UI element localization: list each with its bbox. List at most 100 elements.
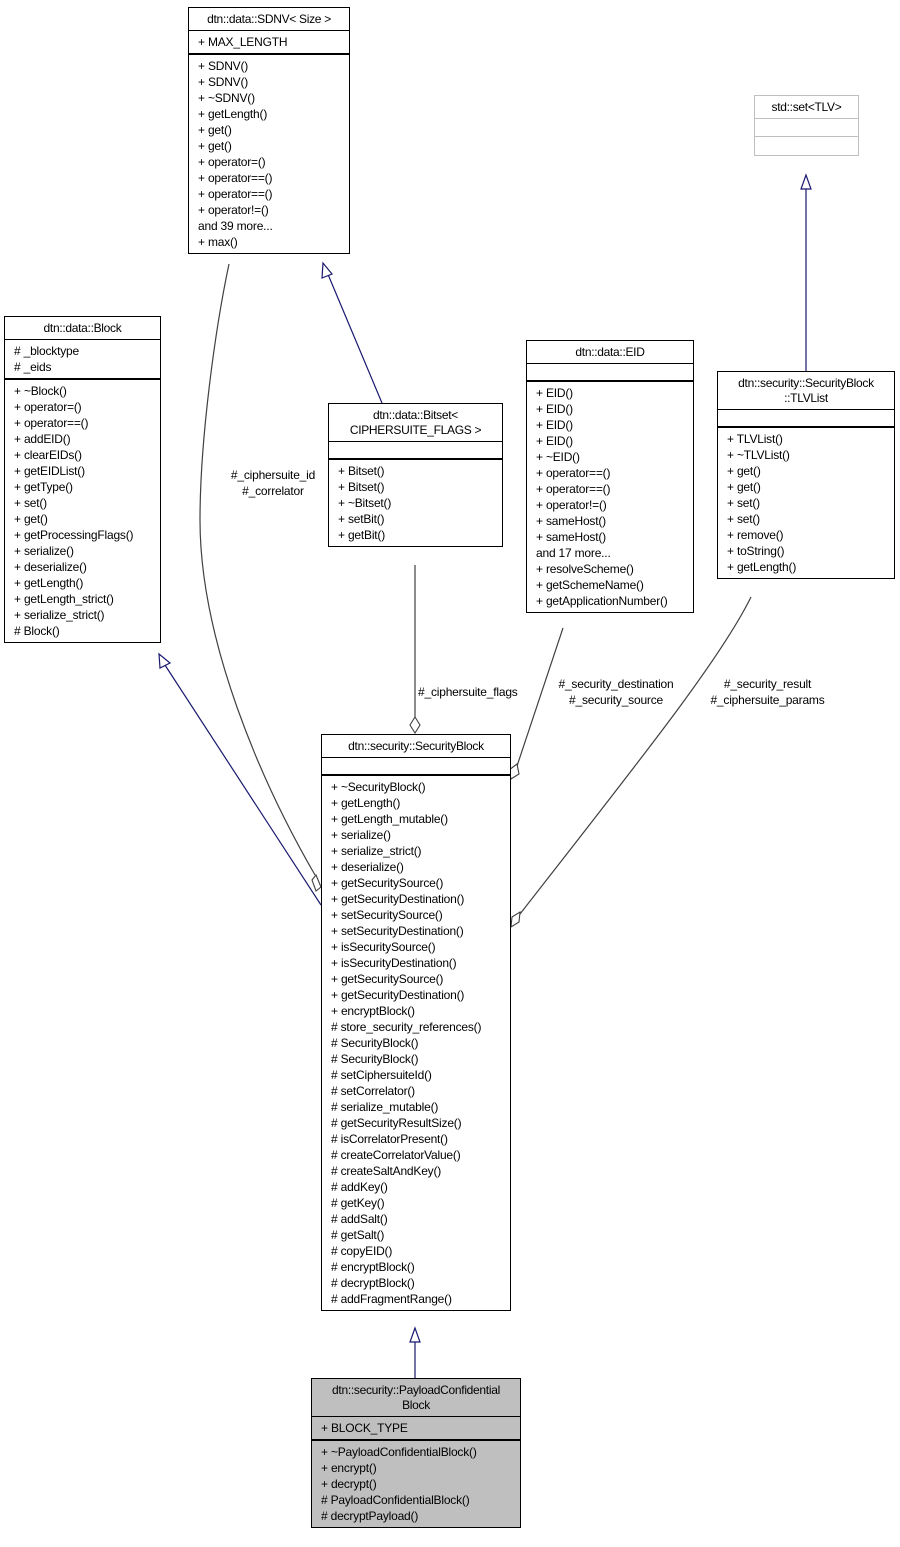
operation-item[interactable]: # SecurityBlock() <box>331 1036 419 1050</box>
operation-item[interactable]: + operator==() <box>198 171 273 185</box>
attribute-item[interactable]: # _blocktype <box>14 344 79 358</box>
operation-item[interactable]: + decrypt() <box>321 1477 377 1491</box>
operation-item[interactable]: + addEID() <box>14 432 71 446</box>
attribute-item[interactable]: # _eids <box>14 360 52 374</box>
operation-item[interactable]: + getProcessingFlags() <box>14 528 134 542</box>
operation-item[interactable]: + encrypt() <box>321 1461 377 1475</box>
attribute-item[interactable]: + MAX_LENGTH <box>198 35 288 49</box>
operation-item[interactable]: + getLength() <box>331 796 401 810</box>
operation-item[interactable]: # encryptBlock() <box>331 1260 415 1274</box>
operation-item[interactable]: + EID() <box>536 434 573 448</box>
operation-item[interactable]: # setCorrelator() <box>331 1084 415 1098</box>
operation-item[interactable]: + serialize() <box>331 828 391 842</box>
operation-item[interactable]: + getSecurityDestination() <box>331 988 465 1002</box>
operation-item[interactable]: # getSalt() <box>331 1228 385 1242</box>
operation-item[interactable]: + operator==() <box>14 416 89 430</box>
operation-item[interactable]: # createSaltAndKey() <box>331 1164 442 1178</box>
class-box-stdset[interactable]: std::set<TLV> <box>754 95 859 156</box>
operation-item[interactable]: + sameHost() <box>536 530 606 544</box>
operation-item[interactable]: + SDNV() <box>198 59 249 73</box>
operation-item[interactable]: # setCiphersuiteId() <box>331 1068 432 1082</box>
operation-item[interactable]: + operator=() <box>198 155 266 169</box>
operation-item[interactable]: and 17 more... <box>536 546 611 560</box>
operation-item[interactable]: # store_security_references() <box>331 1020 482 1034</box>
operation-item[interactable]: + deserialize() <box>331 860 404 874</box>
operation-item[interactable]: # addFragmentRange() <box>331 1292 452 1306</box>
operation-item[interactable]: + resolveScheme() <box>536 562 634 576</box>
operation-item[interactable]: + get() <box>14 512 48 526</box>
operation-item[interactable]: + getSchemeName() <box>536 578 644 592</box>
operation-item[interactable]: # addSalt() <box>331 1212 388 1226</box>
operation-item[interactable]: # Block() <box>14 624 60 638</box>
operation-item[interactable]: + getSecuritySource() <box>331 972 444 986</box>
operation-item[interactable]: + serialize_strict() <box>331 844 422 858</box>
operation-item[interactable]: # isCorrelatorPresent() <box>331 1132 448 1146</box>
operation-item[interactable]: + operator!=() <box>198 203 269 217</box>
operation-item[interactable]: + SDNV() <box>198 75 249 89</box>
operation-item[interactable]: + serialize() <box>14 544 74 558</box>
operation-item[interactable]: + isSecuritySource() <box>331 940 436 954</box>
operation-item[interactable]: # decryptPayload() <box>321 1509 419 1523</box>
operation-item[interactable]: + get() <box>198 139 232 153</box>
operation-item[interactable]: + getLength() <box>14 576 84 590</box>
operation-item[interactable]: + encryptBlock() <box>331 1004 415 1018</box>
class-box-eid[interactable]: dtn::data::EID+ EID()+ EID()+ EID()+ EID… <box>526 340 694 613</box>
operation-item[interactable]: and 39 more... <box>198 219 273 233</box>
operation-item[interactable]: + getLength_strict() <box>14 592 114 606</box>
operation-item[interactable]: + setSecurityDestination() <box>331 924 464 938</box>
operation-item[interactable]: + ~TLVList() <box>727 448 790 462</box>
operation-item[interactable]: + getLength_mutable() <box>331 812 448 826</box>
operation-item[interactable]: + getSecurityDestination() <box>331 892 465 906</box>
operation-item[interactable]: + set() <box>727 496 760 510</box>
operation-item[interactable]: # copyEID() <box>331 1244 393 1258</box>
operation-item[interactable]: + operator==() <box>198 187 273 201</box>
operation-item[interactable]: + getApplicationNumber() <box>536 594 668 608</box>
class-box-sdnv[interactable]: dtn::data::SDNV< Size >+ MAX_LENGTH+ SDN… <box>188 7 350 254</box>
operation-item[interactable]: + ~PayloadConfidentialBlock() <box>321 1445 477 1459</box>
class-box-block[interactable]: dtn::data::Block# _blocktype# _eids+ ~Bl… <box>4 316 161 643</box>
operation-item[interactable]: + getLength() <box>727 560 797 574</box>
operation-item[interactable]: # createCorrelatorValue() <box>331 1148 461 1162</box>
operation-item[interactable]: + deserialize() <box>14 560 87 574</box>
operation-item[interactable]: + getType() <box>14 480 73 494</box>
attribute-item[interactable]: + BLOCK_TYPE <box>321 1421 408 1435</box>
operation-item[interactable]: + operator!=() <box>536 498 607 512</box>
operation-item[interactable]: # SecurityBlock() <box>331 1052 419 1066</box>
class-box-tlvlist[interactable]: dtn::security::SecurityBlock::TLVList+ T… <box>717 371 895 579</box>
operation-item[interactable]: + getLength() <box>198 107 268 121</box>
operation-item[interactable]: + get() <box>198 123 232 137</box>
operation-item[interactable]: # serialize_mutable() <box>331 1100 439 1114</box>
operation-item[interactable]: + ~SecurityBlock() <box>331 780 426 794</box>
operation-item[interactable]: + getEIDList() <box>14 464 85 478</box>
operation-item[interactable]: + setBit() <box>338 512 385 526</box>
operation-item[interactable]: + getSecuritySource() <box>331 876 444 890</box>
operation-item[interactable]: + ~Block() <box>14 384 67 398</box>
operation-item[interactable]: + remove() <box>727 528 784 542</box>
operation-item[interactable]: + ~Bitset() <box>338 496 392 510</box>
operation-item[interactable]: + Bitset() <box>338 464 385 478</box>
operation-item[interactable]: + operator=() <box>14 400 82 414</box>
operation-item[interactable]: # PayloadConfidentialBlock() <box>321 1493 470 1507</box>
operation-item[interactable]: + getBit() <box>338 528 386 542</box>
operation-item[interactable]: + clearEIDs() <box>14 448 82 462</box>
operation-item[interactable]: + isSecurityDestination() <box>331 956 457 970</box>
operation-item[interactable]: + operator==() <box>536 482 611 496</box>
operation-item[interactable]: + set() <box>14 496 47 510</box>
class-box-bitset[interactable]: dtn::data::Bitset<CIPHERSUITE_FLAGS >+ B… <box>328 403 503 547</box>
operation-item[interactable]: # getKey() <box>331 1196 385 1210</box>
operation-item[interactable]: + ~EID() <box>536 450 580 464</box>
operation-item[interactable]: + EID() <box>536 402 573 416</box>
operation-item[interactable]: + set() <box>727 512 760 526</box>
operation-item[interactable]: + EID() <box>536 418 573 432</box>
operation-item[interactable]: + TLVList() <box>727 432 783 446</box>
operation-item[interactable]: # getSecurityResultSize() <box>331 1116 462 1130</box>
operation-item[interactable]: + max() <box>198 235 238 249</box>
operation-item[interactable]: + toString() <box>727 544 785 558</box>
operation-item[interactable]: # addKey() <box>331 1180 388 1194</box>
operation-item[interactable]: + EID() <box>536 386 573 400</box>
operation-item[interactable]: + get() <box>727 480 761 494</box>
operation-item[interactable]: + ~SDNV() <box>198 91 255 105</box>
operation-item[interactable]: + setSecuritySource() <box>331 908 443 922</box>
operation-item[interactable]: + Bitset() <box>338 480 385 494</box>
